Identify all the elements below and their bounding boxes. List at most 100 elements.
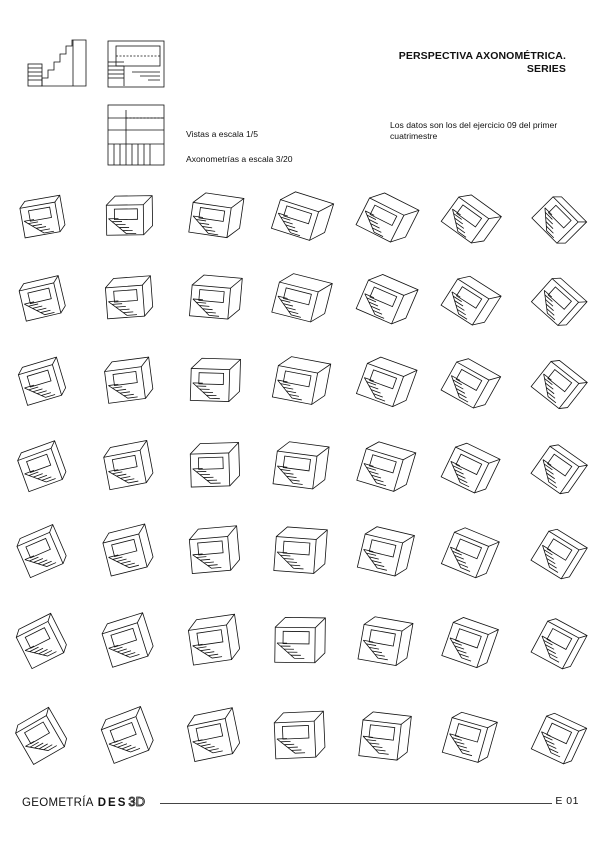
block-edge [53, 275, 59, 284]
side-elevation-view [27, 39, 87, 87]
stair-tread [283, 220, 293, 225]
stair-tread [451, 291, 461, 298]
stair-tread [24, 645, 35, 651]
inner-opening [198, 207, 226, 222]
block-extrusion [106, 195, 153, 236]
stair-stringer [363, 640, 388, 661]
block-edge [226, 613, 235, 626]
block-extrusion [451, 711, 498, 763]
axonometric-drawing-r3-c2 [104, 356, 154, 404]
stair-tread [452, 550, 462, 556]
stair-tread [29, 646, 39, 652]
stair-stringer [543, 290, 556, 321]
stair-tread [372, 227, 382, 233]
stair-tread [207, 564, 218, 566]
stair-tread [374, 563, 385, 567]
stair-tread [120, 560, 131, 564]
stair-tread [36, 390, 47, 394]
stair-tread [543, 373, 552, 381]
stair-tread [192, 553, 203, 556]
stair-stringer [108, 743, 141, 753]
stair-tread [453, 295, 462, 302]
block-outline [356, 448, 404, 492]
inner-opening [113, 289, 138, 303]
block-extrusion [547, 618, 588, 670]
stair-tread [202, 308, 213, 311]
stair-tread [192, 643, 203, 647]
stair-tread [456, 473, 466, 479]
stair-stringer [363, 463, 387, 487]
block-extrusion [455, 442, 501, 494]
stair-tread [280, 383, 291, 386]
block-outline [273, 720, 317, 760]
document-title: PERSPECTIVA AXONOMÉTRICA. SERIES [399, 50, 566, 76]
stair-stringer [192, 298, 220, 317]
block-outline [440, 531, 490, 579]
block-outline [355, 362, 405, 408]
axonometric-drawing-r5-c3 [188, 525, 240, 575]
axonometric-drawing-r4-c4 [272, 441, 330, 490]
axonometric-drawing-r2-c7 [530, 277, 588, 326]
block-edge [578, 301, 588, 303]
block-extrusion [368, 274, 419, 325]
block-extrusion [457, 275, 502, 326]
block-edge [230, 278, 243, 289]
stair-tread [456, 649, 467, 654]
stair-tread [450, 546, 460, 552]
footer-brand-des: DES [97, 797, 128, 809]
block-extrusion [104, 356, 154, 399]
stair-tread [542, 544, 552, 551]
block-outline [103, 449, 147, 491]
stair-tread [203, 561, 214, 564]
stair-tread [543, 735, 553, 741]
stair-tread [288, 310, 299, 314]
block-outline [270, 199, 320, 241]
axonometric-drawing-r6-c3 [187, 613, 240, 666]
stair-tread [459, 748, 470, 753]
stair-tread [117, 743, 128, 748]
block-edge [488, 541, 500, 547]
inner-opening [547, 286, 572, 310]
block-edge [402, 535, 415, 544]
stair-tread [449, 733, 460, 737]
stair-tread [365, 210, 375, 216]
stair-tread [117, 648, 127, 653]
block-extrusion [189, 525, 240, 571]
block-edge [317, 283, 333, 293]
stair-stringer [24, 387, 56, 398]
stair-stringer [192, 468, 221, 484]
block-extrusion [16, 523, 67, 564]
stair-tread [112, 556, 123, 560]
stair-tread [543, 639, 553, 646]
block-extrusion [369, 192, 420, 243]
block-outline [188, 535, 232, 575]
stair-tread [371, 474, 382, 479]
stair-tread [120, 476, 131, 479]
block-outline [440, 361, 490, 409]
inner-opening [369, 204, 398, 227]
stair-stringer [363, 549, 388, 571]
axonometric-drawing-r5-c7 [530, 528, 588, 580]
stair-tread [200, 648, 211, 652]
stair-stringer [542, 459, 558, 489]
block-outline [530, 360, 580, 410]
axonometric-drawing-r3-c6 [440, 358, 502, 409]
block-outline [441, 621, 489, 669]
stair-tread [113, 741, 123, 747]
stair-tread [28, 221, 39, 224]
stair-tread [192, 298, 203, 301]
stair-tread [369, 647, 380, 650]
block-outline [102, 533, 148, 577]
stair-stringer [450, 546, 471, 572]
stair-stringer [364, 210, 384, 238]
stair-tread [24, 384, 35, 389]
block-edge [224, 707, 233, 719]
stair-tread [286, 475, 297, 479]
block-edge [403, 289, 419, 296]
block-edge [313, 710, 324, 722]
stair-stringer [108, 385, 138, 399]
stair-tread [123, 393, 134, 397]
axonometric-drawing-r1-c4 [270, 191, 335, 241]
stair-stringer [451, 291, 468, 320]
block-extrusion [277, 441, 330, 490]
